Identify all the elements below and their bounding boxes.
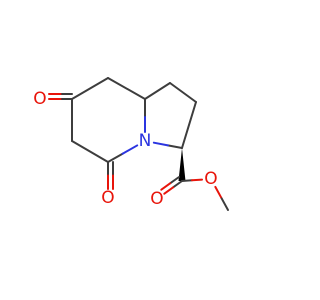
atom-label-o-ester: O bbox=[204, 169, 217, 189]
bond-c3-n-b bbox=[152, 141, 169, 147]
atom-label-o-lactam: O bbox=[101, 188, 114, 208]
bond-c8a-c8 bbox=[107, 77, 146, 100]
stereo-wedge-bond bbox=[178, 148, 186, 181]
bond-c8a-c1 bbox=[144, 82, 171, 100]
bond-carbonyl-o-double-b bbox=[160, 182, 172, 191]
bond-carbonyl-o-ester-b bbox=[191, 178, 204, 182]
bond-c1-c2 bbox=[169, 82, 197, 103]
bond-c2-c3 bbox=[181, 101, 197, 149]
bond-c8-c7 bbox=[71, 77, 109, 100]
bond-o-ester-methyl-b bbox=[220, 197, 229, 211]
bond-c5-n-b bbox=[121, 144, 139, 155]
bond-c6-c5 bbox=[71, 140, 109, 163]
bond-carbonyl-o-a bbox=[172, 180, 183, 189]
bond-c3-n-a bbox=[166, 144, 183, 149]
atom-label-o-carbonyl: O bbox=[150, 189, 163, 209]
bond-c5-n-a bbox=[107, 152, 124, 163]
atom-label-n1: N bbox=[139, 131, 152, 151]
bond-o-ester-methyl-a bbox=[214, 185, 223, 200]
bond-carbonyl-o-ester-a bbox=[181, 179, 194, 182]
atom-label-o-ketone: O bbox=[33, 89, 46, 109]
bond-carbonyl-o-b bbox=[163, 186, 175, 195]
bond-carbonyl-o-double-a bbox=[169, 176, 180, 185]
molecule-structure-diagram: N O O O O bbox=[33, 77, 229, 211]
